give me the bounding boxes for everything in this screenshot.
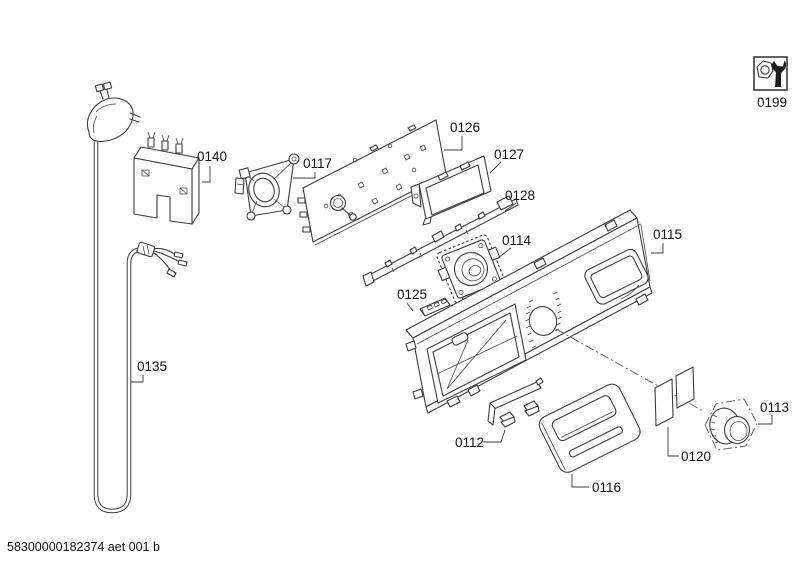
encoder-shaft bbox=[329, 194, 357, 221]
leader-0127 bbox=[489, 161, 502, 174]
drawer-aperture bbox=[426, 303, 527, 404]
part-label-0126[interactable]: 0126 bbox=[450, 120, 480, 135]
leader-0120 bbox=[667, 427, 679, 457]
part-0117-bracket bbox=[234, 153, 300, 221]
part-0140-box bbox=[133, 131, 200, 225]
part-0126-pcb bbox=[297, 119, 449, 246]
part-label-0117[interactable]: 0117 bbox=[303, 156, 332, 171]
leader-0116 bbox=[571, 474, 589, 488]
leader-0112 bbox=[483, 429, 506, 443]
display-window bbox=[584, 248, 649, 305]
part-label-0120[interactable]: 0120 bbox=[681, 449, 711, 464]
part-0116-drawer-front bbox=[538, 383, 641, 473]
wrench-icon bbox=[771, 60, 787, 87]
mains-plug bbox=[86, 81, 141, 143]
part-labels: 0140 0117 0126 0127 0128 0114 0115 0125 … bbox=[131, 95, 789, 495]
part-0120-plates bbox=[654, 366, 695, 427]
leader-0114 bbox=[496, 247, 512, 260]
part-label-0113[interactable]: 0113 bbox=[760, 400, 789, 415]
leader-0113 bbox=[758, 415, 773, 425]
leader-0117 bbox=[293, 172, 316, 179]
part-0127-display-module bbox=[410, 155, 492, 226]
leader-0128 bbox=[504, 202, 517, 212]
part-label-0125[interactable]: 0125 bbox=[397, 287, 427, 302]
part-label-0114[interactable]: 0114 bbox=[502, 233, 532, 248]
part-label-0128[interactable]: 0128 bbox=[505, 188, 535, 203]
part-0113-knob bbox=[704, 398, 758, 451]
part-0115-fascia bbox=[405, 209, 653, 414]
part-label-0112[interactable]: 0112 bbox=[455, 435, 484, 450]
nut-icon bbox=[756, 60, 774, 79]
part-label-0199[interactable]: 0199 bbox=[757, 95, 787, 110]
leader-0126 bbox=[444, 136, 463, 151]
part-label-0116[interactable]: 0116 bbox=[592, 480, 621, 495]
service-icon-box bbox=[753, 56, 788, 91]
part-0125-strip bbox=[419, 297, 451, 317]
leader-0115 bbox=[651, 243, 664, 254]
part-0114-encoder bbox=[436, 234, 506, 305]
part-0135-power-cord bbox=[86, 81, 188, 514]
part-label-0127[interactable]: 0127 bbox=[494, 147, 524, 162]
part-0128-rail bbox=[362, 195, 519, 287]
part-label-0135[interactable]: 0135 bbox=[137, 359, 167, 374]
part-0112-clip bbox=[487, 377, 544, 428]
leader-0125 bbox=[406, 302, 414, 312]
terminal-clips bbox=[147, 131, 184, 154]
leader-0140 bbox=[202, 166, 211, 183]
leader-0135 bbox=[131, 375, 144, 383]
part-label-0115[interactable]: 0115 bbox=[653, 227, 682, 242]
document-code: 58300000182374 aet 001 b bbox=[7, 540, 160, 554]
part-label-0140[interactable]: 0140 bbox=[197, 149, 227, 164]
cord-end-wires bbox=[136, 241, 188, 278]
